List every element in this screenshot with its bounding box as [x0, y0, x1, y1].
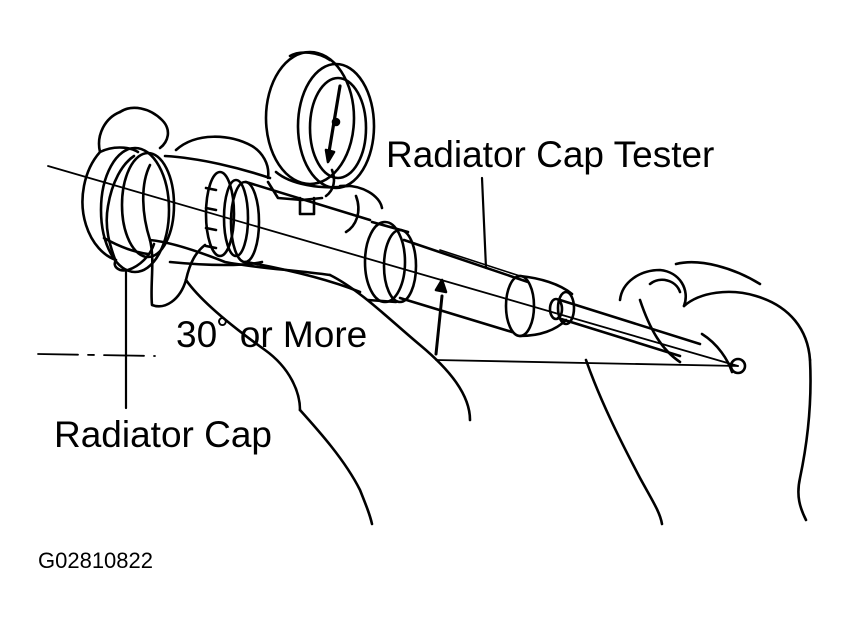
angle-arrow: [434, 278, 448, 356]
radiator-cap-tester-label: Radiator Cap Tester: [386, 134, 715, 175]
tester-body: [163, 154, 702, 358]
pressure-gauge: [264, 50, 376, 202]
angle-label: 30˚ or More: [176, 314, 368, 355]
radiator-cap-label: Radiator Cap: [54, 414, 273, 455]
upper-hand: [174, 135, 384, 234]
radiator-cap: [81, 106, 176, 274]
leader-lines: [124, 176, 488, 410]
figure-code: G02810822: [38, 548, 153, 573]
right-hand: [584, 260, 812, 526]
